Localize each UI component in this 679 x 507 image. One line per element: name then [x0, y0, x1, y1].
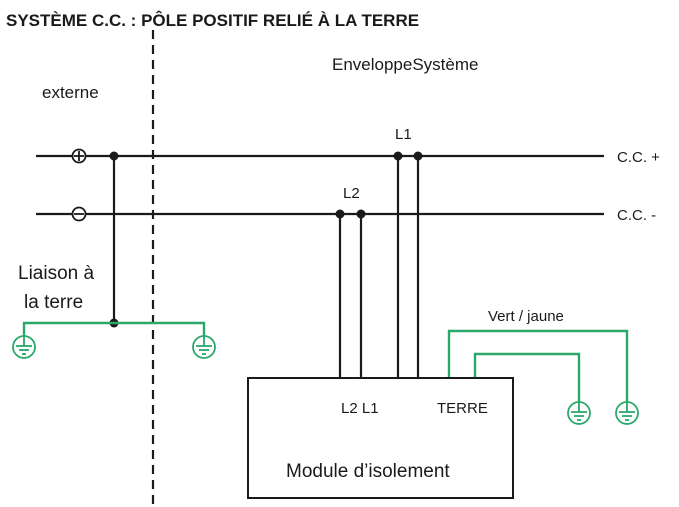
module-terminals-l2-l1: L2 L1: [341, 400, 379, 417]
module-terminal-earth: TERRE: [437, 400, 488, 417]
external-earth-wire: [22, 321, 206, 336]
junction-dot: [356, 209, 366, 219]
ground-symbol-icon: [567, 401, 591, 425]
earth-wire-inner: [473, 352, 581, 402]
earth-link-label-line2: la terre: [24, 292, 83, 313]
junction-dot: [393, 151, 403, 161]
external-label: externe: [42, 83, 99, 102]
earth-link-label-line1: Liaison à: [18, 263, 94, 284]
l1-label: L1: [395, 126, 412, 143]
earth-wire-outer: [447, 329, 629, 402]
junction-dot: [413, 151, 423, 161]
ground-symbol-icon: [615, 401, 639, 425]
dc-minus-label: C.C. -: [617, 207, 656, 224]
negative-terminal-icon: [71, 206, 87, 222]
positive-terminal-icon: [71, 148, 87, 164]
l2-label: L2: [343, 185, 360, 202]
green-yellow-label: Vert / jaune: [488, 308, 564, 325]
isolation-module-box: [247, 377, 514, 499]
enclosure-label: EnveloppeSystème: [332, 55, 478, 74]
ground-symbol-icon: [192, 335, 216, 359]
junction-dot: [109, 151, 119, 161]
junction-dot: [335, 209, 345, 219]
module-name: Module d’isolement: [286, 461, 450, 482]
dc-plus-label: C.C. +: [617, 149, 660, 166]
ground-symbol-icon: [12, 335, 36, 359]
diagram-title: SYSTÈME C.C. : PÔLE POSITIF RELIÉ À LA T…: [6, 11, 419, 30]
